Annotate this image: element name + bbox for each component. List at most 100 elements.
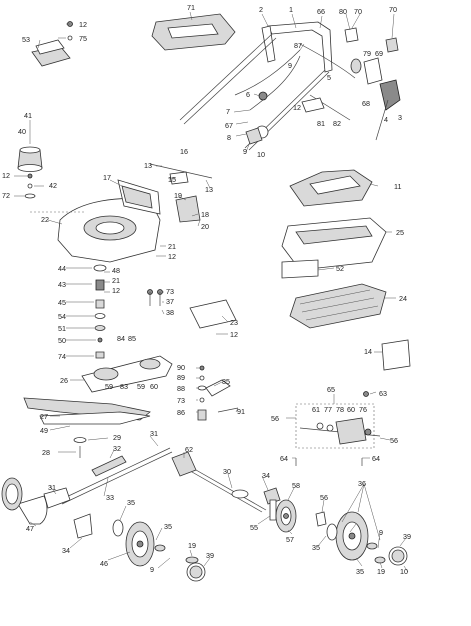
part-label-48: 48 (112, 266, 120, 275)
part-label-6: 6 (246, 90, 250, 99)
part-label-14: 14 (364, 347, 372, 356)
part-label-91: 91 (237, 407, 245, 416)
mower-deck (30, 163, 237, 329)
part-label-75: 75 (79, 34, 87, 43)
part-label-29: 29 (113, 433, 121, 442)
part-label-5: 5 (327, 73, 331, 82)
part-label-1: 1 (289, 5, 293, 14)
part-label-62: 62 (185, 445, 193, 454)
part-label-74: 74 (58, 352, 66, 361)
part-label-50: 50 (58, 336, 66, 345)
part-label-65: 65 (327, 385, 335, 394)
part-label-12f: 12 (230, 330, 238, 339)
part-label-3: 3 (398, 113, 402, 122)
part-label-16: 16 (180, 147, 188, 156)
part-label-80: 80 (339, 7, 347, 16)
part-label-2: 2 (259, 5, 263, 14)
part-label-53: 53 (22, 35, 30, 44)
part-label-70b: 70 (389, 5, 397, 14)
part-label-40: 40 (18, 127, 26, 136)
part-label-30: 30 (223, 467, 231, 476)
part-label-57: 57 (286, 535, 294, 544)
part-label-61: 61 (312, 405, 320, 414)
front-axle-assembly (1, 447, 173, 539)
part-label-11: 11 (394, 182, 401, 191)
part-label-63: 63 (379, 389, 387, 398)
part-label-25: 25 (396, 228, 404, 237)
left-fasteners (93, 264, 163, 359)
part-label-46: 46 (100, 559, 108, 568)
part-label-34a: 34 (262, 471, 270, 480)
part-number-labels: 71 2 1 66 80 70 70 87 79 69 9 5 6 12 68 … (2, 3, 411, 576)
part-label-9c: 9 (150, 565, 154, 574)
part-label-10b: 10 (400, 567, 408, 576)
part-label-52: 52 (336, 264, 344, 273)
upper-left-parts (17, 21, 73, 199)
part-label-36: 36 (358, 479, 366, 488)
part-label-70: 70 (354, 7, 362, 16)
part-label-77: 77 (324, 405, 332, 414)
part-label-26: 26 (60, 376, 68, 385)
part-label-18: 18 (201, 210, 209, 219)
part-label-44: 44 (58, 264, 66, 273)
part-label-19: 19 (174, 191, 182, 200)
part-label-23: 23 (230, 318, 238, 327)
part-label-34b: 34 (62, 546, 70, 555)
part-label-12a: 12 (293, 103, 301, 112)
part-label-41: 41 (24, 111, 32, 120)
part-label-28: 28 (42, 448, 50, 457)
part-label-64a: 64 (280, 454, 288, 463)
part-label-68: 68 (362, 99, 370, 108)
part-label-13a: 13 (144, 161, 152, 170)
part-label-45: 45 (58, 298, 66, 307)
part-label-21a: 21 (168, 242, 176, 251)
part-label-76: 76 (359, 405, 367, 414)
part-label-58: 58 (292, 481, 300, 490)
part-label-60a: 60 (150, 382, 158, 391)
part-label-89: 89 (177, 373, 185, 382)
part-label-21b: 21 (112, 276, 120, 285)
part-label-4: 4 (384, 115, 388, 124)
grass-catcher (281, 169, 411, 371)
part-label-47: 47 (26, 524, 34, 533)
part-label-59a: 59 (105, 382, 113, 391)
part-label-17: 17 (103, 173, 111, 182)
part-label-9d: 9 (379, 528, 383, 537)
part-label-10: 10 (257, 150, 265, 159)
part-label-88: 88 (177, 384, 185, 393)
part-label-56c: 56 (390, 436, 398, 445)
part-label-55: 55 (250, 523, 258, 532)
part-label-12b: 12 (79, 20, 87, 29)
part-label-31a: 31 (150, 429, 158, 438)
part-label-82: 82 (333, 119, 341, 128)
part-label-49: 49 (40, 426, 48, 435)
part-label-54: 54 (58, 312, 66, 321)
part-label-38: 38 (166, 308, 174, 317)
part-label-85a: 85 (128, 334, 136, 343)
part-label-35c: 35 (312, 543, 320, 552)
part-label-78: 78 (336, 405, 344, 414)
part-label-37: 37 (166, 297, 174, 306)
part-label-83: 83 (120, 382, 128, 391)
part-label-66: 66 (317, 7, 325, 16)
handle-assembly (151, 13, 401, 151)
part-label-39b: 39 (403, 532, 411, 541)
part-label-9: 9 (288, 61, 292, 70)
gearbox-assembly (295, 391, 381, 466)
part-label-87: 87 (294, 41, 302, 50)
part-label-67: 67 (225, 121, 233, 130)
part-label-90: 90 (177, 363, 185, 372)
part-label-73a: 73 (166, 287, 174, 296)
part-label-20: 20 (201, 222, 209, 231)
part-label-64b: 64 (372, 454, 380, 463)
part-label-35b: 35 (164, 522, 172, 531)
part-label-15: 15 (168, 175, 176, 184)
part-label-27: 27 (40, 412, 48, 421)
part-label-81: 81 (317, 119, 325, 128)
part-label-60b: 60 (347, 405, 355, 414)
part-label-85b: 85 (222, 377, 230, 386)
leader-lines (14, 11, 409, 573)
rear-wheels (275, 499, 408, 566)
part-label-24: 24 (399, 294, 407, 303)
